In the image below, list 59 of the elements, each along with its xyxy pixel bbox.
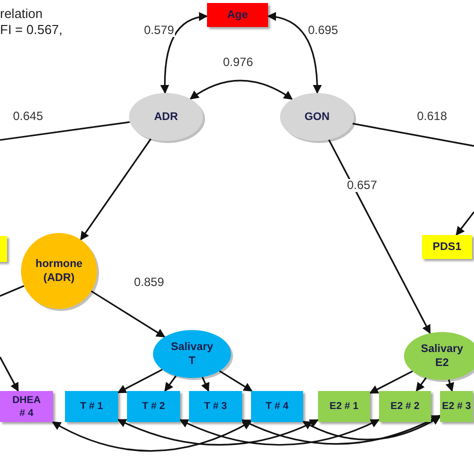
node-label: T # 1 [80,400,103,413]
variable-box [207,3,268,27]
edge-label: 0.657 [346,179,378,192]
latent-ellipse [129,93,203,141]
node-label: E2 # 1 [330,400,358,413]
node-label: Salivary E2 [420,342,464,370]
node-label: hormone (ADR) [34,256,84,286]
latent-circle [21,233,97,309]
edge-label: 0.645 [12,110,44,124]
node-label: T # 4 [266,400,288,413]
arrow [328,139,431,334]
arrow [416,377,427,392]
edge-label: 0.976 [222,56,254,70]
arrow [201,376,210,392]
node-label: Salivary T [170,340,214,368]
node-label: E2 # 2 [390,400,420,413]
measure-box [379,391,431,422]
arrow [160,12,208,94]
arrow [0,356,19,392]
node-label: GON [304,110,330,124]
note-text: FI = 0.567, [0,22,63,37]
arrow [179,418,380,446]
measure-box [127,391,180,422]
node-label: T # 3 [204,400,227,413]
edge-label: 0.859 [133,276,166,290]
latent-ellipse [280,93,354,141]
node-label: DHEA # 4 [11,394,42,420]
node-label: E2 # 3 [442,400,471,413]
measure-box [0,391,53,422]
latent-ellipse [404,332,474,380]
node-label: T # 2 [142,400,165,413]
measure-box [318,391,370,422]
measure-box [251,391,303,422]
measure-box [440,391,473,422]
arrow [446,379,454,392]
edge-label: 0.579 [143,24,176,38]
arrow [302,416,441,440]
edge-label: 0.695 [307,24,340,38]
arrow [52,420,252,452]
latent-ellipse [153,330,231,378]
arrow [456,212,474,236]
arrow [219,370,253,392]
arrow [190,80,293,100]
measure-box [65,391,118,422]
arrow [90,290,166,338]
edge-label: 0.618 [416,110,448,124]
arrow [117,418,319,446]
node-label: Age [227,8,248,22]
arrow [80,138,152,241]
arrow [267,12,322,94]
note-text: relation [0,6,43,21]
measure-box [189,391,242,422]
variable-box [422,235,472,259]
arrow [164,375,177,392]
arrow [117,368,163,394]
arrow [369,370,413,394]
arrow [241,414,441,445]
node-label: PDS1 [432,240,462,254]
node-label: ADR [154,110,178,124]
